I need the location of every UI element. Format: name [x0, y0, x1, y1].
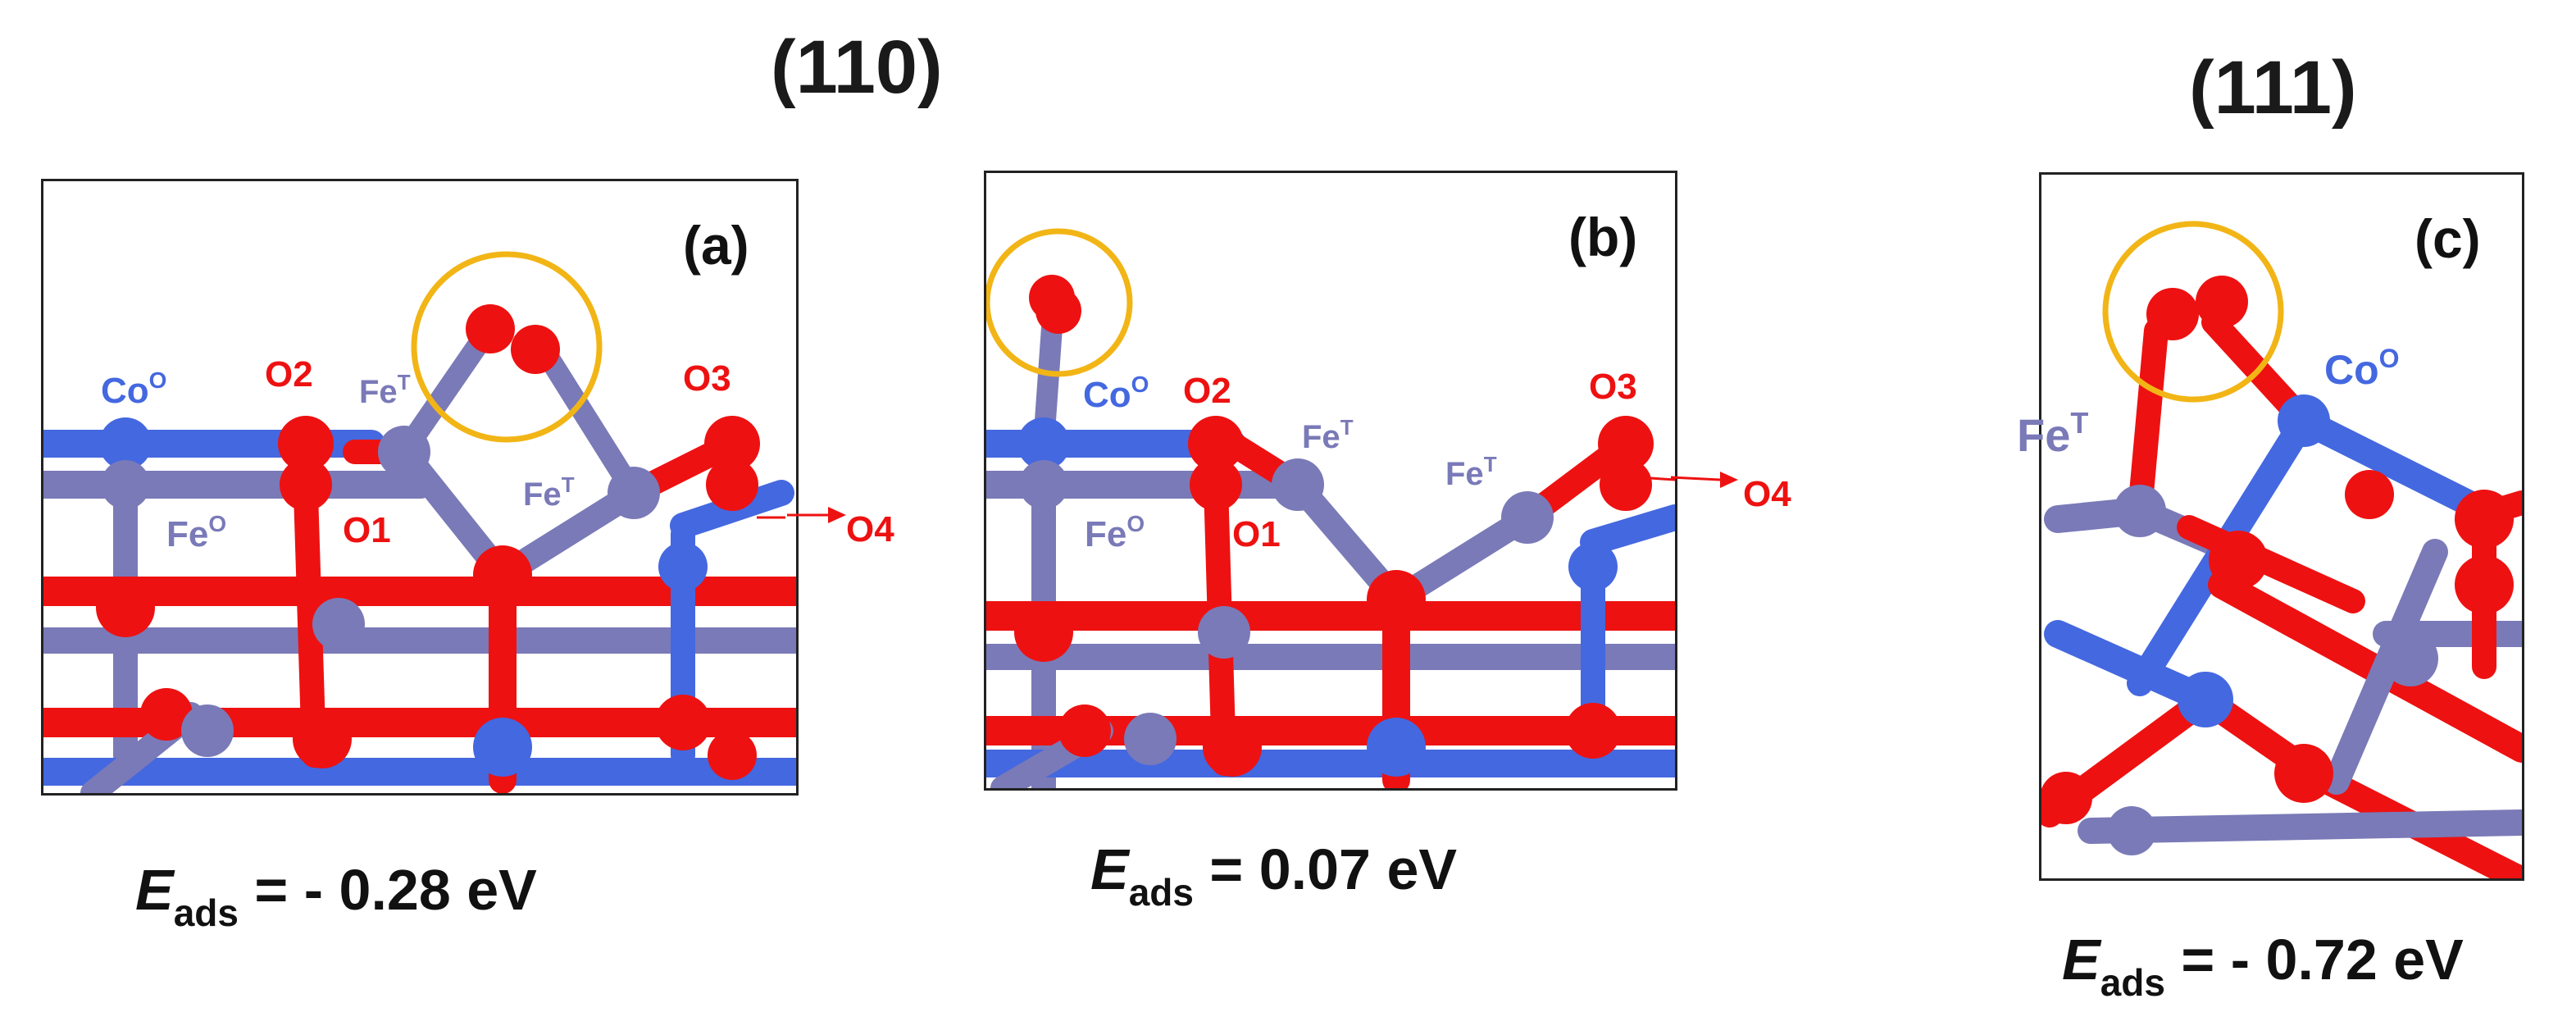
label-fe-o: FeO — [166, 511, 226, 554]
panel-a-structure: CoO O2 FeT O3 FeT FeO O1 — [43, 251, 796, 793]
panel-a-o4-callout: O4 — [787, 507, 894, 549]
arrow-head-icon — [1720, 472, 1738, 488]
label-fe-t-1: FeT — [359, 370, 411, 410]
label-o1: O1 — [343, 510, 391, 550]
o2-molecule-atom — [1035, 288, 1081, 334]
o2-molecule-atom — [511, 325, 560, 374]
o2-molecule-atom — [2146, 288, 2199, 340]
panel-b-structure: CoO O2 FeT O3 FeT FeO O1 — [986, 228, 1675, 788]
label-fe-t-outer: FeT — [2017, 406, 2088, 461]
label-o3: O3 — [1589, 367, 1637, 407]
adsorbate-highlight-circle — [986, 228, 1133, 377]
panel-b-o4-callout: O4 — [1671, 472, 1791, 514]
panel-label-a: (a) — [683, 215, 749, 276]
panel-c-structure: FeT CoO — [2041, 221, 2522, 878]
label-o4: O4 — [846, 509, 894, 549]
facet-title-110: (110) — [771, 25, 943, 109]
label-fe-t-2: FeT — [523, 472, 575, 513]
panel-a: CoO O2 FeT O3 FeT FeO O1 (a) — [41, 179, 799, 796]
label-co-o: CoO — [1083, 372, 1149, 415]
label-o3: O3 — [683, 358, 731, 399]
o2-molecule-atom — [466, 304, 515, 353]
energy-b: Eads = 0.07 eV — [1090, 837, 1458, 914]
label-o4: O4 — [1743, 474, 1791, 514]
label-co-o: CoO — [2324, 344, 2400, 393]
panel-label-b: (b) — [1568, 207, 1638, 267]
label-fe-o: FeO — [1085, 511, 1145, 554]
o4-arrow-line — [1650, 476, 1675, 481]
panel-label-c: (c) — [2414, 208, 2481, 269]
label-fe-t-2: FeT — [1445, 452, 1497, 492]
label-o1: O1 — [1232, 514, 1281, 554]
facet-title-111: (111) — [2189, 46, 2357, 130]
adsorbate-highlight-circle — [2102, 221, 2284, 403]
energy-a: Eads = - 0.28 eV — [135, 858, 537, 934]
energy-c: Eads = - 0.72 eV — [2062, 928, 2464, 1004]
label-co-o: CoO — [101, 367, 166, 411]
panel-b: CoO O2 FeT O3 FeT FeO O1 (b) — [984, 171, 1677, 791]
arrow-head-icon — [828, 507, 846, 523]
adsorbate-highlight-circle — [411, 251, 603, 443]
label-o2: O2 — [265, 354, 313, 394]
panel-c: FeT CoO (c) — [2039, 172, 2524, 881]
label-o2: O2 — [1183, 371, 1231, 411]
panel-c-fe-label: FeT — [2017, 406, 2088, 461]
o2-molecule-atom — [2196, 276, 2248, 328]
label-fe-t-1: FeT — [1302, 415, 1354, 455]
